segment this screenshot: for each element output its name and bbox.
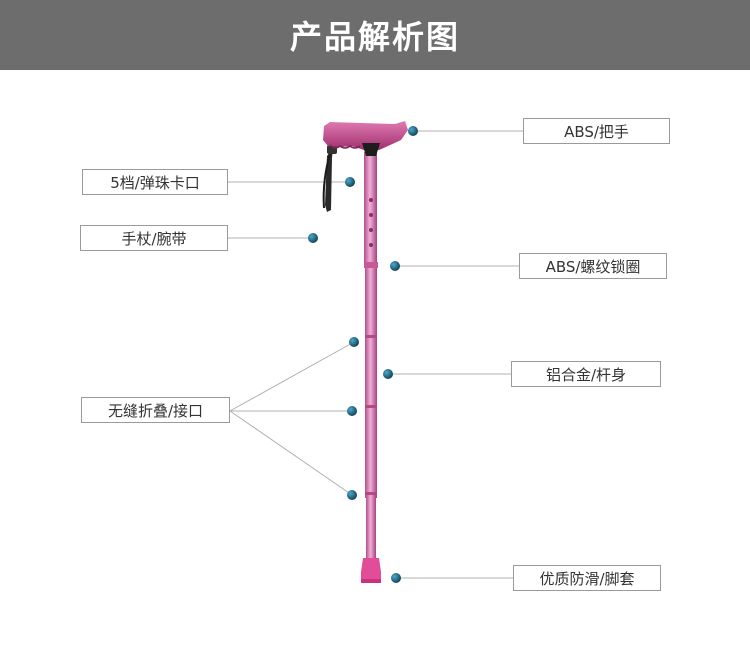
header-banner: 产品解析图	[0, 0, 750, 70]
label-strap: 手杖/腕带	[80, 225, 228, 251]
marker-dot-folding-bottom	[347, 490, 357, 500]
cane-shaft	[364, 152, 378, 560]
rubber-foot	[361, 558, 381, 583]
label-handle: ABS/把手	[523, 118, 670, 144]
leader-lines	[228, 130, 523, 579]
leader-line-folding-top	[229, 341, 355, 412]
marker-dot-foot	[391, 573, 401, 583]
page-title: 产品解析图	[289, 18, 460, 56]
marker-dot-clip	[345, 177, 355, 187]
marker-dot-folding-top	[349, 337, 359, 347]
cane-handle	[323, 121, 408, 156]
marker-dot-strap	[308, 233, 318, 243]
marker-dot-thread	[390, 261, 400, 271]
marker-dot-shaft	[383, 369, 393, 379]
label-foot: 优质防滑/脚套	[513, 565, 661, 591]
wrist-strap	[322, 145, 337, 212]
label-thread: ABS/螺纹锁圈	[519, 253, 667, 279]
marker-dot-folding-mid	[347, 406, 357, 416]
label-clip: 5档/弹珠卡口	[82, 169, 228, 195]
marker-dots	[308, 126, 418, 583]
label-folding: 无缝折叠/接口	[81, 397, 230, 423]
marker-dot-handle	[408, 126, 418, 136]
label-shaft: 铝合金/杆身	[511, 361, 661, 387]
leader-line-folding-bottom	[229, 410, 353, 496]
